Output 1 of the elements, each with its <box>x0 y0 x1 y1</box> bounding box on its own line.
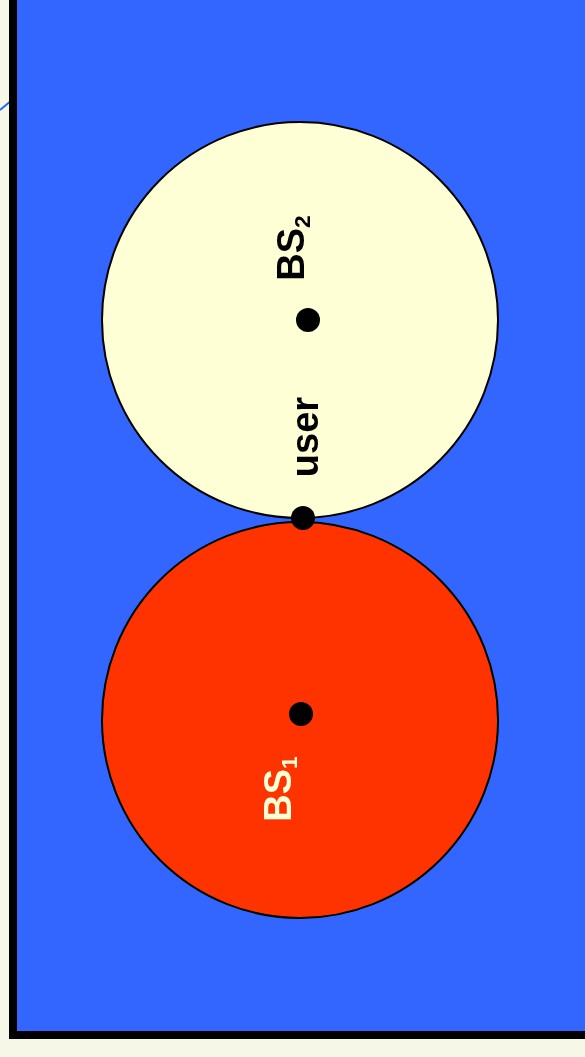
user-label: user <box>286 396 324 478</box>
